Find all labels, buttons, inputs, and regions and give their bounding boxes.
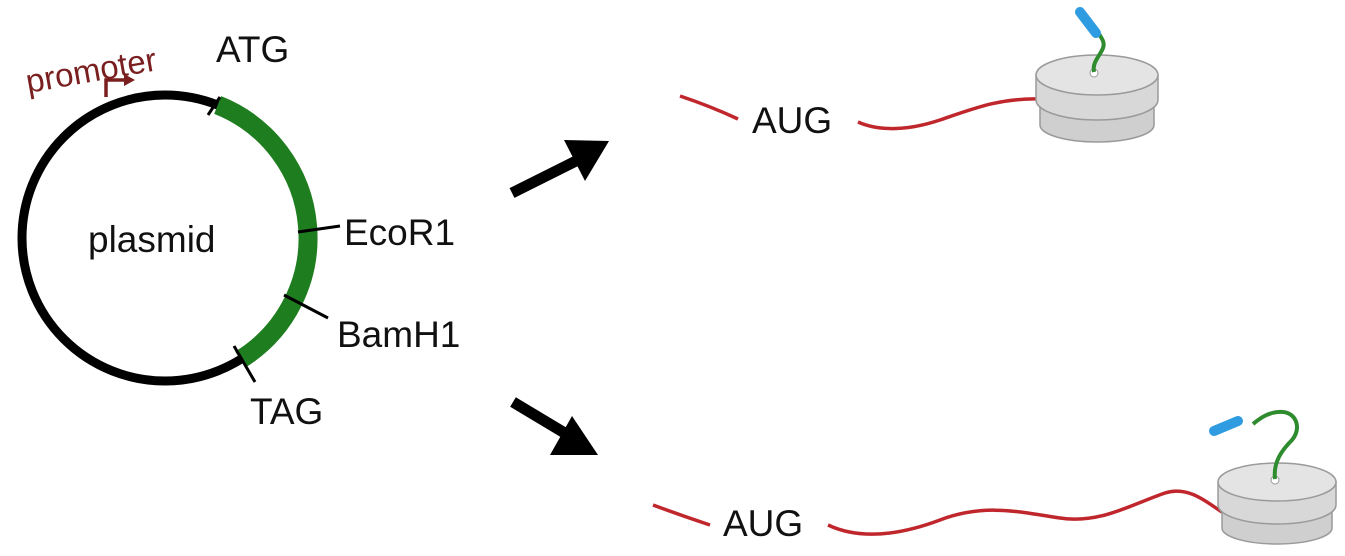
plasmid-center-label: plasmid — [88, 219, 216, 260]
ecor1-tick — [297, 224, 341, 234]
top-peptide-tag — [1075, 7, 1101, 38]
gene-insert-arc — [214, 96, 318, 368]
bottom-ribosome — [1217, 462, 1337, 545]
promoter-label: promoter — [23, 41, 159, 100]
tag-label: TAG — [250, 391, 323, 432]
bottom-mrna-strand — [827, 489, 1223, 536]
top-aug-label: AUG — [752, 100, 832, 141]
bamh1-tick — [283, 293, 329, 320]
promoter-arrow-icon — [104, 74, 135, 97]
plasmid: promoter ATG plasmid EcoR1 BamH1 TAG — [17, 29, 460, 432]
top-mrna-strand — [857, 97, 1041, 131]
atg-tick — [206, 96, 222, 116]
tag-tick — [232, 345, 257, 383]
bottom-mrna-5prime — [652, 503, 711, 527]
arrow-down-right-icon — [510, 397, 598, 455]
top-ribosome — [1035, 54, 1159, 143]
top-mrna-5prime — [679, 94, 739, 121]
bamh1-label: BamH1 — [337, 314, 460, 355]
top-translation: AUG — [679, 7, 1159, 143]
ecor1-label: EcoR1 — [344, 212, 455, 253]
bottom-peptide — [1251, 409, 1299, 480]
bottom-translation: AUG — [652, 409, 1337, 545]
bottom-peptide-tag — [1209, 416, 1243, 436]
atg-label: ATG — [216, 29, 289, 70]
bottom-aug-label: AUG — [723, 503, 803, 544]
arrow-up-right-icon — [509, 140, 609, 198]
